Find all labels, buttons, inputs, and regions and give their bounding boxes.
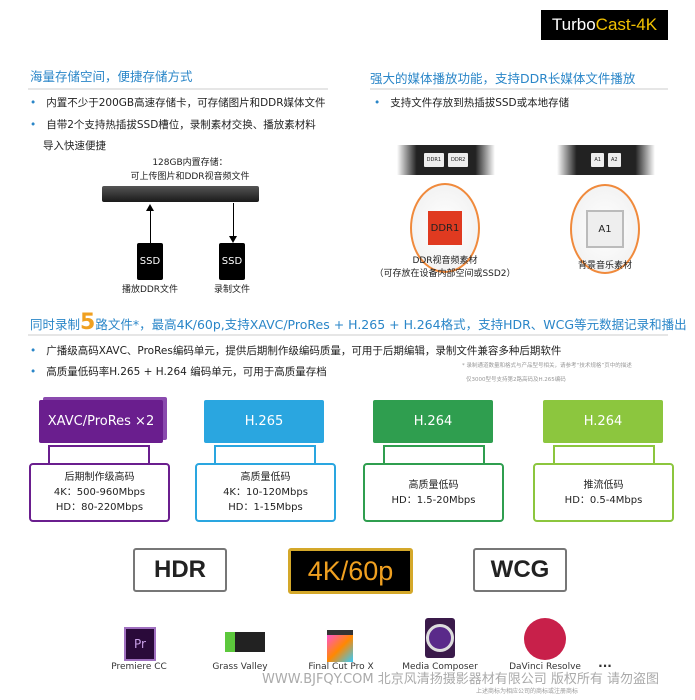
wcg-badge: WCG <box>473 548 567 592</box>
more-apps: ... <box>598 656 612 670</box>
app-label: Final Cut Pro X <box>308 662 374 672</box>
arrow-head-icon <box>229 236 237 243</box>
arrow-head-icon <box>146 204 154 211</box>
premiere-icon: Pr <box>124 627 156 661</box>
final-cut-icon <box>327 630 353 662</box>
connector <box>383 445 485 465</box>
record-label: 录制文件 <box>213 285 250 295</box>
app-label: Grass Valley <box>212 662 268 672</box>
a-label: 背景音乐素材 <box>577 261 632 271</box>
play-label: 播放DDR文件 <box>121 285 179 295</box>
format-h264-stream: H.264 <box>543 400 663 443</box>
watermark: WWW.BJFQY.COM 北京风清扬摄影器材有限公司 版权所有 请勿盗图 <box>262 672 660 687</box>
ddr-label: DDR视音频素材 <box>412 256 478 266</box>
footnote: 仅3000型号支持第2路高码及H.265编码 <box>466 377 566 383</box>
app-label: Premiere CC <box>111 662 167 672</box>
storage-heading: 海量存储空间，便捷存储方式 <box>30 69 193 84</box>
format-h264: H.264 <box>373 400 493 443</box>
connector <box>214 445 316 465</box>
storage-caption: 128GB内置存储： <box>152 158 228 168</box>
ddr-button-image: DDR1 <box>410 183 480 273</box>
app-label: DaVinci Resolve <box>509 662 581 672</box>
divider <box>28 334 668 336</box>
connector <box>48 445 150 465</box>
bullet: •广播级高码XAVC、ProRes编码单元，提供后期制作级编码质量，可用于后期编… <box>30 345 562 357</box>
bullet: •高质量低码率H.265 + H.264 编码单元，可用于高质量存档 <box>30 366 327 378</box>
arrow-up-icon <box>150 206 151 243</box>
grass-valley-icon <box>225 632 265 652</box>
record-heading: 同时录制5路文件*，最高4K/60p,支持XAVC/ProRes + H.265… <box>30 310 687 335</box>
storage-caption: 可上传图片和DDR视音频文件 <box>130 172 250 182</box>
ddr-label-note: （可存放在设备内部空间或SSD2） <box>374 269 516 279</box>
divider <box>28 88 328 90</box>
app-label: Media Composer <box>402 662 478 672</box>
hdr-badge: HDR <box>133 548 227 592</box>
ssd-record: SSD <box>219 243 245 280</box>
4k60p-badge: 4K/60p <box>288 548 413 594</box>
device-image <box>102 186 259 202</box>
format-xavc: XAVC/ProRes ×2 <box>39 400 163 443</box>
divider <box>370 88 668 90</box>
a1-button-image: A1 <box>570 184 640 274</box>
bullet: •内置不少于200GB高速存储卡，可存储图片和DDR媒体文件 <box>30 97 326 109</box>
footnote: * 录制通道数量和格式与产品型号相关，请参考“技术规格”页中的描述 <box>462 363 632 369</box>
bullet: •自带2个支持热插拔SSD槽位，录制素材交换、播放素材料 <box>30 119 316 131</box>
davinci-icon <box>524 618 566 660</box>
bullet-continuation: 导入快速便捷 <box>43 140 106 152</box>
ssd-play: SSD <box>137 243 163 280</box>
media-composer-icon <box>425 618 455 658</box>
trademark-note: 上述商标为相应公司的商标或注册商标 <box>476 688 579 695</box>
format-h265: H.265 <box>204 400 324 443</box>
arrow-down-icon <box>233 203 234 239</box>
bullet: •支持文件存放到热插拔SSD或本地存储 <box>374 97 570 109</box>
playback-heading: 强大的媒体播放功能，支持DDR长媒体文件播放 <box>370 71 636 86</box>
connector <box>553 445 655 465</box>
